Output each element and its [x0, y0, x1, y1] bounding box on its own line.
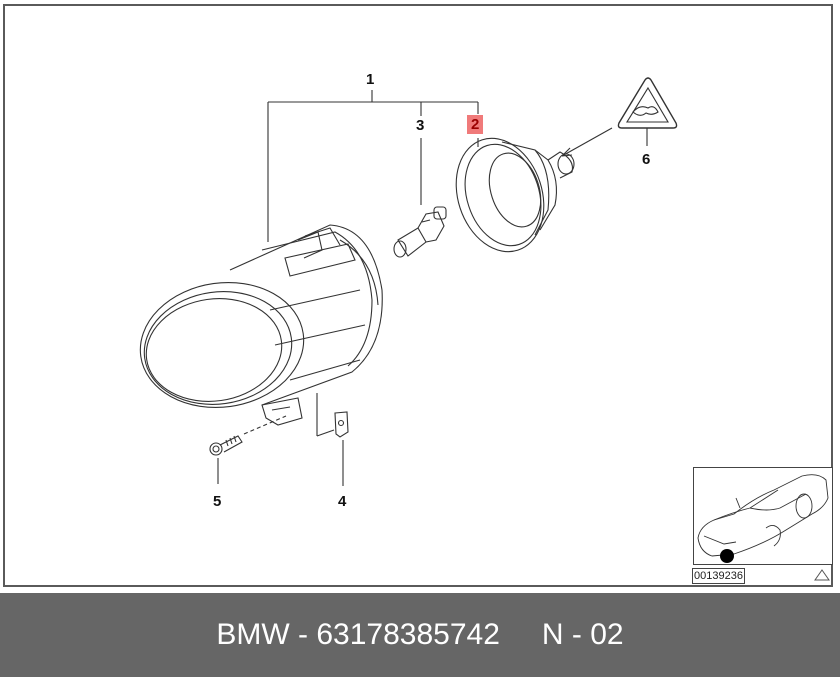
reflector-socket	[455, 137, 575, 253]
callout-1-bracket	[267, 90, 479, 242]
warning-triangle-icon	[814, 569, 830, 581]
clip-nut	[316, 393, 349, 486]
callout-4[interactable]: 4	[338, 493, 347, 510]
vehicle-locator-inset	[693, 467, 833, 565]
part-number-text: BMW - 63178385742	[216, 618, 500, 651]
position-code-text: N - 02	[541, 618, 624, 651]
callout-3[interactable]: 3	[416, 117, 425, 134]
callout-2-highlighted[interactable]: 2	[467, 115, 484, 134]
inset-image-code: 00139236	[692, 568, 745, 584]
fog-light-housing	[139, 224, 383, 426]
part-info-footer: BMW - 63178385742 N - 02	[0, 593, 840, 677]
exploded-parts-diagram	[139, 77, 678, 486]
callout-5[interactable]: 5	[213, 493, 222, 510]
car-outline-icon	[697, 474, 829, 563]
location-marker-icon	[720, 549, 734, 563]
screw	[209, 415, 287, 484]
warning-label-part	[617, 77, 678, 146]
callout-1[interactable]: 1	[366, 71, 375, 88]
halogen-bulb	[393, 206, 447, 258]
callout-6[interactable]: 6	[642, 151, 651, 168]
arrow-6-to-socket	[561, 127, 613, 157]
